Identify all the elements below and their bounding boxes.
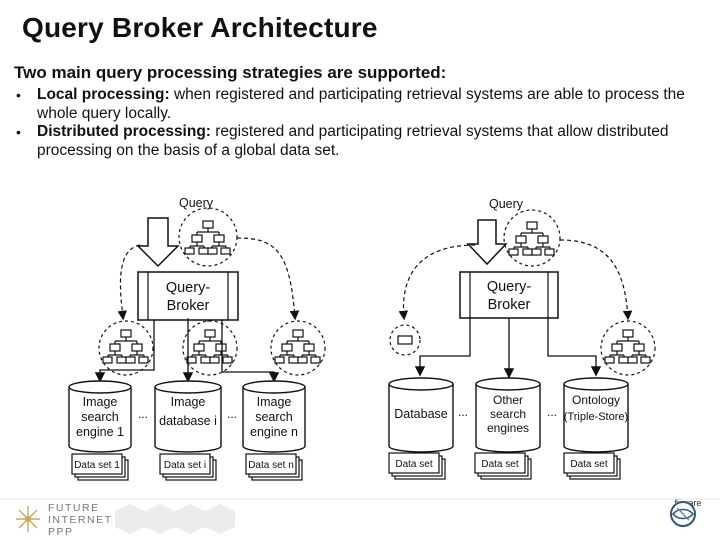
- fiware-globe-icon: [670, 501, 696, 527]
- left-broker-label-2: Broker: [167, 298, 210, 314]
- slide-title: Query Broker Architecture: [22, 12, 378, 43]
- right-dataset-2-label: Data set: [481, 459, 518, 470]
- right-store-2-line-3: engines: [487, 421, 529, 435]
- left-dataset-2: [159, 453, 217, 481]
- left-query-tree-icon: [184, 220, 231, 255]
- left-engine-3-line-3: engine n: [250, 425, 298, 439]
- right-store-database: [388, 377, 454, 453]
- left-query-label: Query: [179, 196, 214, 210]
- left-engine-3-line-1: Image: [257, 395, 292, 409]
- left-diagram: Query Query- Broker: [68, 196, 326, 481]
- left-broker-box: [137, 271, 239, 321]
- right-broker-box: [459, 271, 559, 319]
- bullet-text: when registered and participating retrie…: [37, 86, 685, 122]
- right-dataset-3-label: Data set: [570, 459, 607, 470]
- left-ellipsis-2: ...: [227, 407, 237, 421]
- left-dataset-3-label: Data set n: [248, 460, 294, 471]
- left-engine-3: [242, 380, 306, 453]
- left-broker-label-1: Query-: [166, 280, 210, 296]
- left-engine-2-line-2: database i: [159, 414, 217, 428]
- future-internet-line-3: PPP: [48, 526, 74, 538]
- future-internet-line-2: INTERNET: [48, 514, 113, 526]
- right-query-arrow-icon: [466, 219, 508, 266]
- bullet-dot-icon: •: [16, 87, 21, 103]
- fiware-logo: fi-ware: [668, 498, 708, 527]
- left-ellipsis-1: ...: [138, 407, 148, 421]
- bullet-local-processing: • Local processing: when registered and …: [14, 86, 704, 123]
- right-query-tree-icon: [508, 221, 555, 256]
- right-dataset-1: [388, 452, 446, 480]
- left-engine-1-line-1: Image: [83, 395, 118, 409]
- right-store-2-line-2: search: [490, 407, 526, 421]
- left-dataset-1: [71, 453, 129, 481]
- right-store-2-line-1: Other: [493, 393, 523, 407]
- left-engine-2: [154, 380, 222, 453]
- future-internet-logo-icon: [16, 506, 40, 532]
- right-ellipsis-2: ...: [547, 405, 557, 419]
- right-query-tree-circle: [503, 209, 561, 267]
- left-engine-1: [68, 380, 132, 453]
- bullet-list: • Local processing: when registered and …: [14, 86, 704, 160]
- bullet-term: Local processing:: [37, 86, 170, 103]
- future-internet-line-1: FUTURE: [48, 502, 100, 514]
- footer-hexagon-decoration: [115, 504, 235, 534]
- right-ellipsis-1: ...: [458, 405, 468, 419]
- right-broker-label-1: Query-: [487, 279, 531, 295]
- future-internet-wordmark: FUTURE INTERNET PPP: [48, 502, 113, 538]
- right-store-1-line-1: Database: [394, 407, 448, 421]
- left-query-tree-circle: [178, 207, 238, 267]
- right-dataset-1-label: Data set: [395, 459, 432, 470]
- left-engine-3-line-2: search: [255, 410, 293, 424]
- right-query-label: Query: [489, 197, 524, 211]
- left-engine-1-line-3: engine 1: [76, 425, 124, 439]
- left-engine-2-line-1: Image: [171, 395, 206, 409]
- bullet-dot-icon: •: [16, 124, 21, 140]
- left-engine-1-line-2: search: [81, 410, 119, 424]
- right-dataset-3: [563, 452, 621, 480]
- left-query-arrow-icon: [136, 217, 180, 268]
- bullet-text: registered and participating retrieval s…: [37, 123, 669, 159]
- right-store-3-line-2: (Triple-Store): [564, 411, 628, 423]
- right-store-other-engines: [475, 377, 541, 453]
- left-dataset-3: [245, 453, 303, 481]
- slide-subtitle: Two main query processing strategies are…: [14, 63, 447, 82]
- right-store-ontology: [563, 377, 629, 453]
- right-broker-label-2: Broker: [488, 297, 531, 313]
- left-dataset-2-label: Data set i: [164, 460, 206, 471]
- left-dataset-1-label: Data set 1: [74, 460, 120, 471]
- right-diagram: Query Query- Broker Database: [388, 197, 656, 480]
- bullet-term: Distributed processing:: [37, 123, 211, 140]
- right-dataset-2: [474, 452, 532, 480]
- bullet-distributed-processing: • Distributed processing: registered and…: [14, 123, 704, 160]
- right-store-3-line-1: Ontology: [572, 393, 620, 407]
